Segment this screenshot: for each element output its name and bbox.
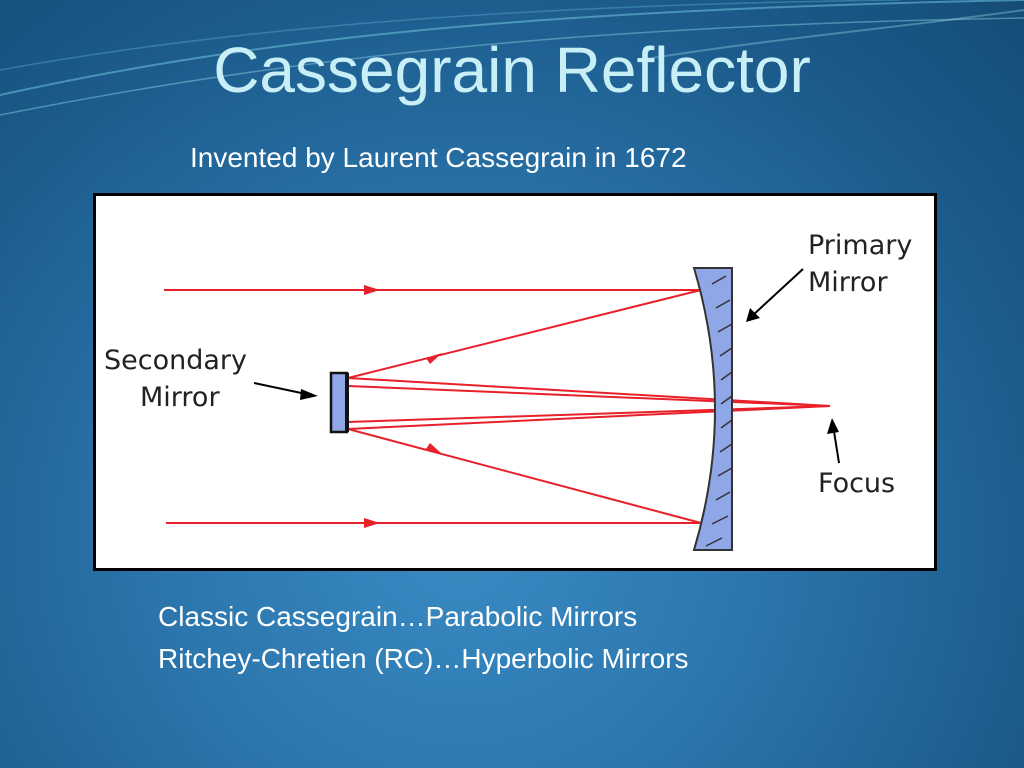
label-primary-mirror: Mirror <box>808 267 888 298</box>
arrowhead-bottom-reflect <box>426 443 442 454</box>
primary-mirror <box>692 267 733 551</box>
primary-pointer-line <box>751 268 804 317</box>
reflected-ray-top <box>347 289 702 379</box>
focus-pointer-arrowhead <box>827 418 839 434</box>
slide-subtitle: Invented by Laurent Cassegrain in 1672 <box>190 142 687 173</box>
arrowhead-top-in <box>364 285 380 295</box>
secondary-mirror <box>329 371 349 434</box>
primary-pointer-arrowhead <box>746 308 760 322</box>
focus-ray-3 <box>347 405 831 423</box>
arrowhead-bottom-in <box>364 518 380 528</box>
label-secondary-mirror: Mirror <box>140 382 220 413</box>
background-waves <box>0 0 1024 116</box>
secondary-pointer-arrowhead <box>300 389 318 400</box>
note-classic-cassegrain: Classic Cassegrain…Parabolic Mirrors <box>158 601 638 632</box>
focus-ray-2 <box>347 385 831 407</box>
reflected-ray-bottom <box>347 428 702 524</box>
note-ritchey-chretien: Ritchey-Chretien (RC)…Hyperbolic Mirrors <box>158 643 689 674</box>
diagram-drawing <box>164 267 840 551</box>
label-focus: Focus <box>818 468 896 499</box>
label-secondary: Secondary <box>104 345 247 376</box>
focus-ray-1 <box>347 377 831 407</box>
slide-title: Cassegrain Reflector <box>213 34 811 106</box>
label-primary: Primary <box>808 230 913 261</box>
cassegrain-diagram: Primary Mirror Secondary Mirror Focus <box>93 193 937 571</box>
primary-mirror-hatching <box>705 275 733 547</box>
focus-ray-4 <box>347 405 831 430</box>
notes-list: Classic Cassegrain…Parabolic Mirrors Rit… <box>158 596 689 680</box>
secondary-pointer-line <box>253 382 307 395</box>
arrowhead-top-reflect <box>426 353 442 364</box>
